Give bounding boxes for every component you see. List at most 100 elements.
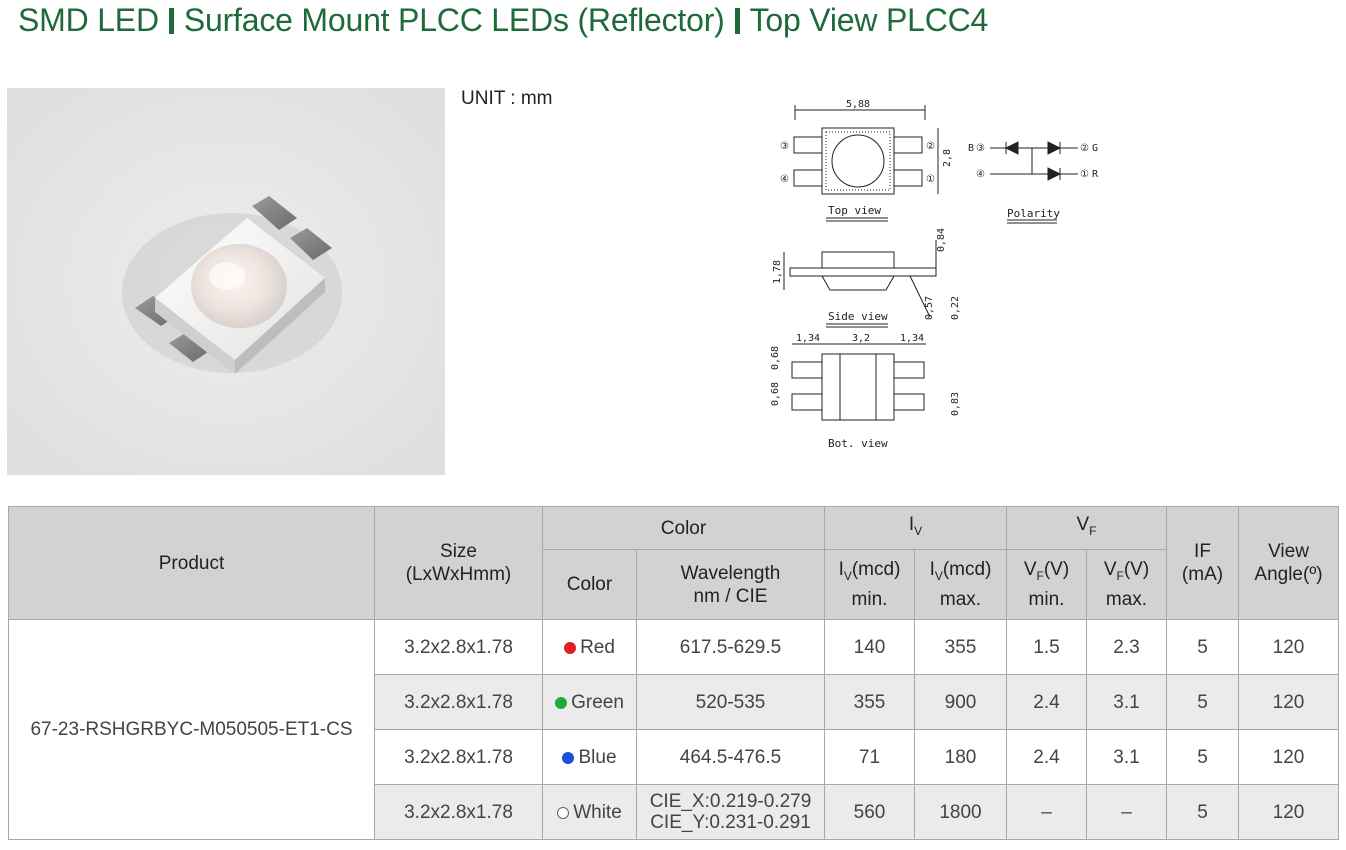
spec-table: Product Size(LxWxHmm) Color IV VF IF(mA)… — [8, 506, 1339, 840]
cell-vf-max: 3.1 — [1086, 674, 1167, 730]
green-dot-icon — [555, 696, 568, 709]
cell-iv-min: 71 — [824, 729, 915, 785]
cell-vf-max: 3.1 — [1086, 729, 1167, 785]
red-dot-icon — [564, 641, 577, 654]
cell-vf-min: 1.5 — [1006, 619, 1087, 675]
side-view-label: Side view — [828, 310, 888, 323]
title-separator — [734, 8, 740, 34]
cell-angle: 120 — [1238, 619, 1339, 675]
table-row: 67-23-RSHGRBYC-M050505-ET1-CS 3.2x2.8x1.… — [8, 619, 1339, 840]
dim-bot-right: 1,34 — [900, 333, 924, 344]
unit-label: UNIT : mm — [461, 88, 553, 109]
white-dot-icon — [557, 806, 570, 819]
cell-if: 5 — [1166, 674, 1239, 730]
dim-bot-right-v: 0,83 — [950, 392, 961, 416]
cell-color: Green — [542, 674, 637, 730]
cell-color: Red — [542, 619, 637, 675]
pin-g-label: G — [1092, 143, 1098, 154]
title-separator — [168, 8, 174, 34]
pin-2-label: ② — [926, 141, 935, 152]
cell-iv-max: 355 — [914, 619, 1007, 675]
page-title: SMD LED Surface Mount PLCC LEDs (Reflecto… — [18, 2, 988, 39]
dim-bot-pad2: 0,68 — [770, 382, 781, 406]
cell-vf-min: – — [1006, 784, 1087, 840]
pin-4-label: ④ — [780, 174, 789, 185]
product-photo — [7, 88, 445, 475]
bottom-view: 1,34 3,2 1,34 0,68 0,68 0,83 Bot. view — [770, 333, 961, 450]
top-view: 5,88 ③ ④ ② ① 2,8 Top view — [780, 99, 953, 222]
pin-3-label: ③ — [780, 141, 789, 152]
header-vf: VF — [1006, 506, 1167, 550]
table-row: 3.2x2.8x1.78 Blue 464.5-476.5 71 180 2.4… — [9, 729, 1339, 785]
svg-text:③: ③ — [976, 143, 985, 154]
dim-side-b: 0,22 — [950, 296, 961, 320]
cell-wavelength: 520-535 — [636, 674, 825, 730]
cell-iv-min: 560 — [824, 784, 915, 840]
cell-color: Blue — [542, 729, 637, 785]
title-part-3: Top View PLCC4 — [749, 2, 989, 38]
title-part-2: Surface Mount PLCC LEDs (Reflector) — [183, 2, 725, 38]
cell-vf-min: 2.4 — [1006, 729, 1087, 785]
cell-vf-min: 2.4 — [1006, 674, 1087, 730]
header-product: Product — [8, 506, 375, 620]
cell-size: 3.2x2.8x1.78 — [374, 784, 543, 840]
cell-iv-max: 1800 — [914, 784, 1007, 840]
header-if: IF(mA) — [1166, 506, 1239, 620]
pin-r-label: R — [1092, 169, 1099, 180]
dim-length: 5,88 — [846, 99, 870, 110]
header-size: Size(LxWxHmm) — [374, 506, 543, 620]
header-iv: IV — [824, 506, 1007, 550]
led-photo-illustration — [7, 88, 445, 475]
svg-text:②: ② — [1080, 143, 1089, 154]
cell-angle: 120 — [1238, 729, 1339, 785]
top-view-label: Top view — [828, 204, 881, 217]
cell-vf-max: – — [1086, 784, 1167, 840]
dim-side-top: 0,84 — [936, 228, 947, 252]
cell-size: 3.2x2.8x1.78 — [374, 729, 543, 785]
cell-size: 3.2x2.8x1.78 — [374, 674, 543, 730]
header-vf-min: VF(V)min. — [1006, 549, 1087, 620]
header-color: Color — [542, 549, 637, 620]
cell-size: 3.2x2.8x1.78 — [374, 619, 543, 675]
polarity-label: Polarity — [1007, 207, 1060, 220]
cell-iv-max: 900 — [914, 674, 1007, 730]
polarity-diagram: B ③ ② G ④ ① R Polarity — [968, 141, 1099, 224]
title-part-1: SMD LED — [18, 2, 159, 38]
side-view: 1,78 0,84 0,57 0,22 Side view — [772, 228, 961, 328]
cell-angle: 120 — [1238, 674, 1339, 730]
cell-wavelength: 617.5-629.5 — [636, 619, 825, 675]
cell-vf-max: 2.3 — [1086, 619, 1167, 675]
cell-if: 5 — [1166, 729, 1239, 785]
header-color-group: Color — [542, 506, 825, 550]
dim-side-height: 1,78 — [772, 260, 783, 284]
cell-if: 5 — [1166, 784, 1239, 840]
cell-angle: 120 — [1238, 784, 1339, 840]
header-iv-max: IV(mcd)max. — [914, 549, 1007, 620]
table-row: 3.2x2.8x1.78 Green 520-535 355 900 2.4 3… — [9, 674, 1339, 730]
cell-iv-min: 140 — [824, 619, 915, 675]
dim-bot-mid: 3,2 — [852, 333, 870, 344]
header-iv-min: IV(mcd)min. — [824, 549, 915, 620]
dim-width: 2,8 — [942, 149, 953, 167]
cell-wavelength: 464.5-476.5 — [636, 729, 825, 785]
svg-text:①: ① — [1080, 169, 1089, 180]
cell-color: White — [542, 784, 637, 840]
cell-if: 5 — [1166, 619, 1239, 675]
product-name: 67-23-RSHGRBYC-M050505-ET1-CS — [8, 619, 375, 840]
dim-bot-pad1: 0,68 — [770, 346, 781, 370]
header-vf-max: VF(V)max. — [1086, 549, 1167, 620]
dim-bot-left: 1,34 — [796, 333, 820, 344]
bot-view-label: Bot. view — [828, 437, 888, 450]
blue-dot-icon — [562, 751, 575, 764]
cell-iv-max: 180 — [914, 729, 1007, 785]
cell-iv-min: 355 — [824, 674, 915, 730]
dimension-drawing: 5,88 ③ ④ ② ① 2,8 Top view B ③ ② G ④ ① R — [770, 99, 1099, 450]
pin-b-label: B — [968, 143, 974, 154]
pin-1-label: ① — [926, 174, 935, 185]
svg-text:④: ④ — [976, 169, 985, 180]
dim-side-a: 0,57 — [924, 296, 935, 320]
